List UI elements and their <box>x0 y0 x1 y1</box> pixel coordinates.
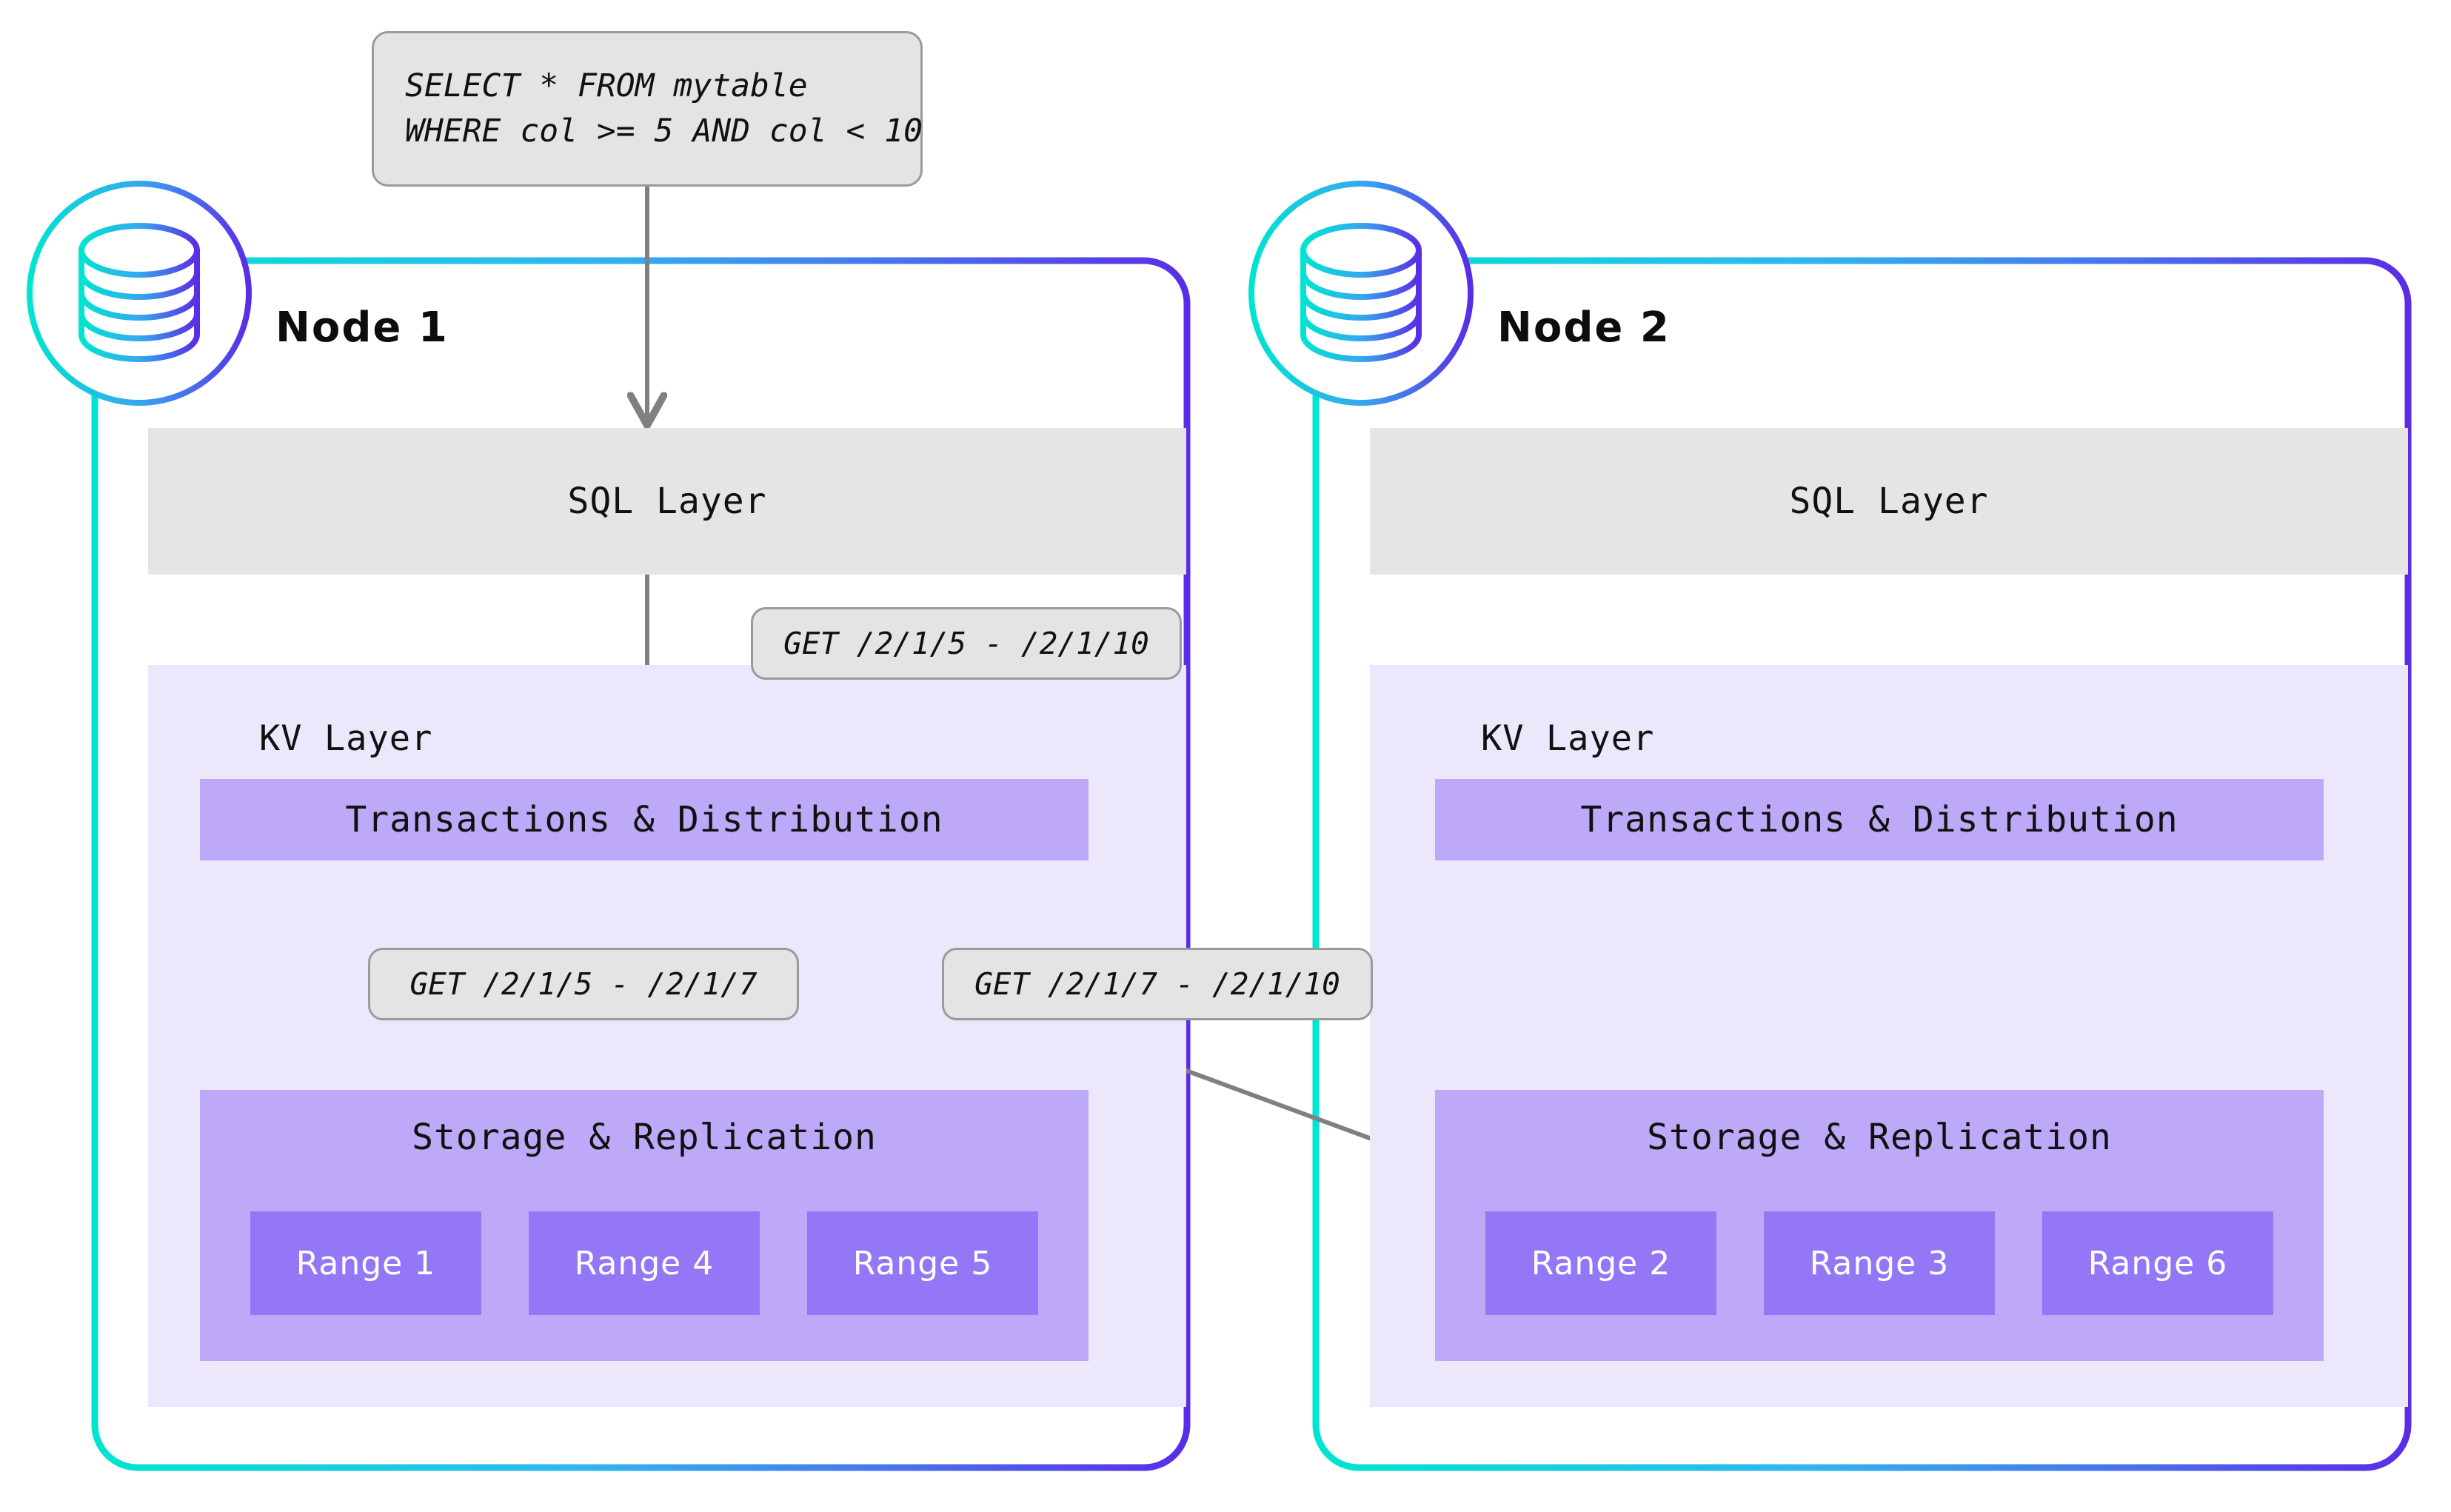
node-1-transactions-distribution: Transactions & Distribution <box>200 779 1089 860</box>
node-2-sql-layer-label: SQL Layer <box>1789 481 1989 522</box>
callout-get-range-full-label: GET /2/1/5 - /2/1/10 <box>783 626 1149 661</box>
node-2-range-box-2[interactable]: Range 3 <box>1764 1211 1995 1315</box>
node-1-range-box-2[interactable]: Range 4 <box>529 1211 760 1315</box>
callout-get-range-local-label: GET /2/1/5 - /2/1/7 <box>409 966 758 1002</box>
node-2-kv-layer-label: KV Layer <box>1481 718 1655 759</box>
node-1-title: Node 1 <box>275 304 449 352</box>
node-2-title: Node 2 <box>1497 304 1671 352</box>
node-2-storage-label: Storage & Replication <box>1647 1117 2112 1158</box>
callout-get-range-full: GET /2/1/5 - /2/1/10 <box>751 607 1182 680</box>
node-1-range-label-2: Range 4 <box>574 1244 715 1282</box>
node-1-range-box-1[interactable]: Range 1 <box>250 1211 481 1315</box>
node-2-range-box-3[interactable]: Range 6 <box>2042 1211 2273 1315</box>
node-2-storage-replication: Storage & Replication Range 2 Range 3 Ra… <box>1435 1090 2324 1361</box>
sql-query-line-2: WHERE col >= 5 AND col < 10 <box>405 113 923 150</box>
callout-get-range-local: GET /2/1/5 - /2/1/7 <box>368 948 799 1020</box>
node-1-storage-label: Storage & Replication <box>412 1117 877 1158</box>
node-2-range-box-1[interactable]: Range 2 <box>1485 1211 1716 1315</box>
node-2-range-label-3: Range 6 <box>2087 1244 2228 1282</box>
node-1-sql-layer-label: SQL Layer <box>567 481 767 522</box>
database-cylinder-icon-node-2 <box>1248 181 1474 406</box>
node-1-sql-layer: SQL Layer <box>148 428 1186 575</box>
node-1-range-box-3[interactable]: Range 5 <box>807 1211 1038 1315</box>
sql-query-line-1: SELECT * FROM mytable <box>405 67 808 104</box>
node-2-range-label-2: Range 3 <box>1809 1244 1950 1282</box>
node-1-range-label-3: Range 5 <box>852 1244 993 1282</box>
node-1-kv-layer-label: KV Layer <box>259 718 433 759</box>
node-1-transactions-label: Transactions & Distribution <box>345 799 943 840</box>
node-2-transactions-distribution: Transactions & Distribution <box>1435 779 2324 860</box>
node-1-range-label-1: Range 1 <box>295 1244 436 1282</box>
callout-get-range-remote: GET /2/1/7 - /2/1/10 <box>942 948 1373 1020</box>
node-2-sql-layer: SQL Layer <box>1370 428 2408 575</box>
node-2-range-label-1: Range 2 <box>1531 1244 1671 1282</box>
database-cylinder-icon-node-1 <box>27 181 252 406</box>
node-1-storage-replication: Storage & Replication Range 1 Range 4 Ra… <box>200 1090 1089 1361</box>
node-2-transactions-label: Transactions & Distribution <box>1580 799 2179 840</box>
callout-get-range-remote-label: GET /2/1/7 - /2/1/10 <box>974 966 1340 1002</box>
